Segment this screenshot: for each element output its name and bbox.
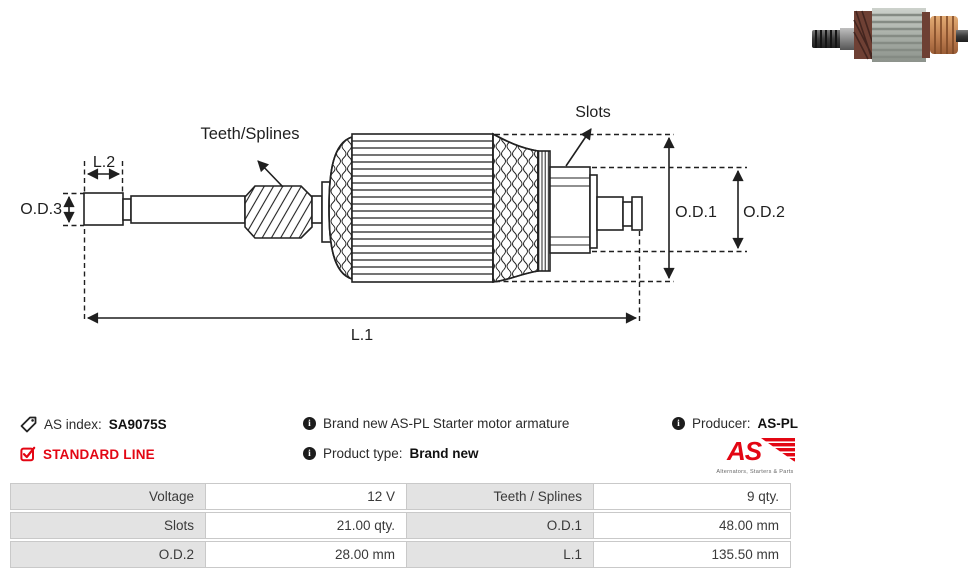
tag-icon <box>20 416 37 433</box>
aspl-logo: AS Alternators, Starters & Parts <box>705 436 805 475</box>
producer-row: Producer: AS-PL <box>672 416 798 431</box>
label-od3: O.D.3 <box>20 201 62 218</box>
info-icon <box>303 447 316 460</box>
table-row: Voltage 12 V Teeth / Splines 9 qty. <box>10 483 791 510</box>
spec-label-slots: Slots <box>10 512 206 539</box>
product-type-row: Product type: Brand new <box>303 446 479 461</box>
dimension-arrows <box>63 136 744 324</box>
producer-label: Producer: <box>692 416 751 431</box>
commutator-flange <box>589 174 598 249</box>
spline-section <box>244 185 313 239</box>
commutator-segment-lines <box>550 177 590 246</box>
product-type-label: Product type: <box>323 446 403 461</box>
spec-label-od2: O.D.2 <box>10 541 206 568</box>
label-l2: L.2 <box>93 154 115 171</box>
info-icon <box>672 417 685 430</box>
aspl-logo-text: AS <box>726 436 763 464</box>
label-teeth-splines: Teeth/Splines <box>200 125 299 143</box>
winding-end-left <box>328 135 353 281</box>
spec-value-od1: 48.00 mm <box>594 512 791 539</box>
standard-line-badge: STANDARD LINE <box>43 446 155 462</box>
callout-arrows <box>257 128 592 188</box>
spec-table: Voltage 12 V Teeth / Splines 9 qty. Slot… <box>10 481 791 570</box>
spec-value-teeth-splines: 9 qty. <box>594 483 791 510</box>
info-icon <box>303 417 316 430</box>
label-slots: Slots <box>575 104 611 121</box>
spec-label-voltage: Voltage <box>10 483 206 510</box>
shaft-long <box>130 195 246 224</box>
shaft-step <box>122 198 132 221</box>
label-od2: O.D.2 <box>743 204 785 221</box>
shaft-right <box>596 196 624 231</box>
product-line-row: STANDARD LINE <box>20 446 155 462</box>
label-od1: O.D.1 <box>675 204 717 221</box>
armature-outline <box>83 132 643 283</box>
commutator <box>549 166 591 254</box>
product-type-value: Brand new <box>409 446 479 461</box>
label-l1: L.1 <box>351 327 373 344</box>
teeth-callout-arrow <box>257 160 284 188</box>
table-row: Slots 21.00 qty. O.D.1 48.00 mm <box>10 512 791 539</box>
spec-value-voltage: 12 V <box>206 483 407 510</box>
product-description: Brand new AS-PL Starter motor armature <box>323 416 570 431</box>
producer-value: AS-PL <box>757 416 799 431</box>
spec-value-l1: 135.50 mm <box>594 541 791 568</box>
washer <box>622 201 633 227</box>
spec-value-slots: 21.00 qty. <box>206 512 407 539</box>
slots-callout-arrow <box>565 128 592 167</box>
armature-technical-drawing: Teeth/Splines Slots L.2 O.D.3 O.D.1 O.D.… <box>20 8 968 344</box>
as-index-value: SA9075S <box>108 417 167 432</box>
table-row: O.D.2 28.00 mm L.1 135.50 mm <box>10 541 791 568</box>
shaft-end-left <box>83 192 124 226</box>
spec-label-l1: L.1 <box>407 541 594 568</box>
spec-value-od2: 28.00 mm <box>206 541 407 568</box>
dimension-labels: Teeth/Splines Slots L.2 O.D.3 O.D.1 O.D.… <box>20 104 785 344</box>
aspl-logo-mark: AS <box>726 436 795 466</box>
product-photo <box>812 8 968 62</box>
checked-checkbox-icon <box>20 446 36 462</box>
commutator-risers <box>537 150 551 272</box>
shaft-end-right <box>631 196 643 231</box>
shaft-stub <box>311 195 323 224</box>
description-row: Brand new AS-PL Starter motor armature <box>303 416 569 431</box>
as-index-row: AS index: SA9075S <box>20 416 167 433</box>
spec-label-teeth-splines: Teeth / Splines <box>407 483 594 510</box>
as-index-label: AS index: <box>44 417 102 432</box>
winding-basket-right <box>492 132 539 283</box>
aspl-logo-tagline: Alternators, Starters & Parts <box>716 469 794 475</box>
lamination-lines <box>352 140 493 275</box>
spec-label-od1: O.D.1 <box>407 512 594 539</box>
lamination-body <box>351 133 494 283</box>
